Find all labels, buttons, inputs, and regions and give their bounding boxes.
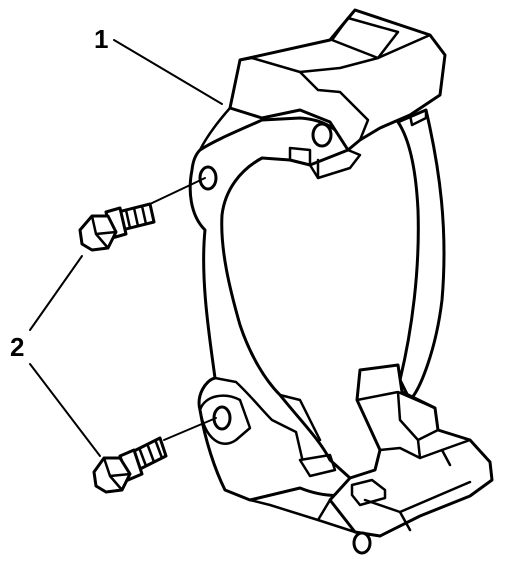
bracket-main-arm [188,116,362,502]
callout-2: 2 [10,255,101,457]
upper-bolt-head-facet [90,214,118,250]
bracket-bottom-edge [363,480,472,532]
bracket-lower-step-1 [355,390,452,467]
upper-mounting-hole [198,165,218,191]
caliper-bracket [188,8,494,555]
upper-pin-hole [311,122,333,148]
bracket-lower-foot [248,498,357,534]
bracket-lower-step-2 [378,438,472,460]
lower-bolt-head-facet [102,456,132,492]
upper-bolt-guide [149,177,206,205]
callout-2-label: 2 [10,332,24,362]
bracket-top-edge [238,33,432,74]
bracket-lower-arm-edge [213,376,304,460]
bracket-upper-step [288,146,362,180]
callout-1-leader [113,39,223,105]
bracket-lower-pad-stop [278,393,337,478]
lower-bracket-bolt [92,436,168,494]
bracket-lower-ear [198,394,252,445]
lower-bolt-guide [163,417,217,441]
bracket-top-recess [330,16,400,60]
bracket-upper-tab [408,108,428,127]
callout-2-leader-upper [29,255,83,331]
lower-bolt-threads [138,440,164,468]
bracket-top-shoulder [198,106,232,152]
bracket-bolts [78,177,217,494]
callout-2-leader-lower [29,363,101,457]
bracket-lower-step-3 [350,478,387,507]
bracket-top-face [298,70,370,142]
upper-bracket-bolt [78,202,156,252]
lower-pin-hole [352,531,372,555]
bracket-top-block [228,8,447,152]
upper-bolt-threads [124,204,148,230]
bracket-inner-rail [396,108,446,402]
callout-1-label: 1 [94,24,108,54]
callout-1: 1 [94,24,223,105]
